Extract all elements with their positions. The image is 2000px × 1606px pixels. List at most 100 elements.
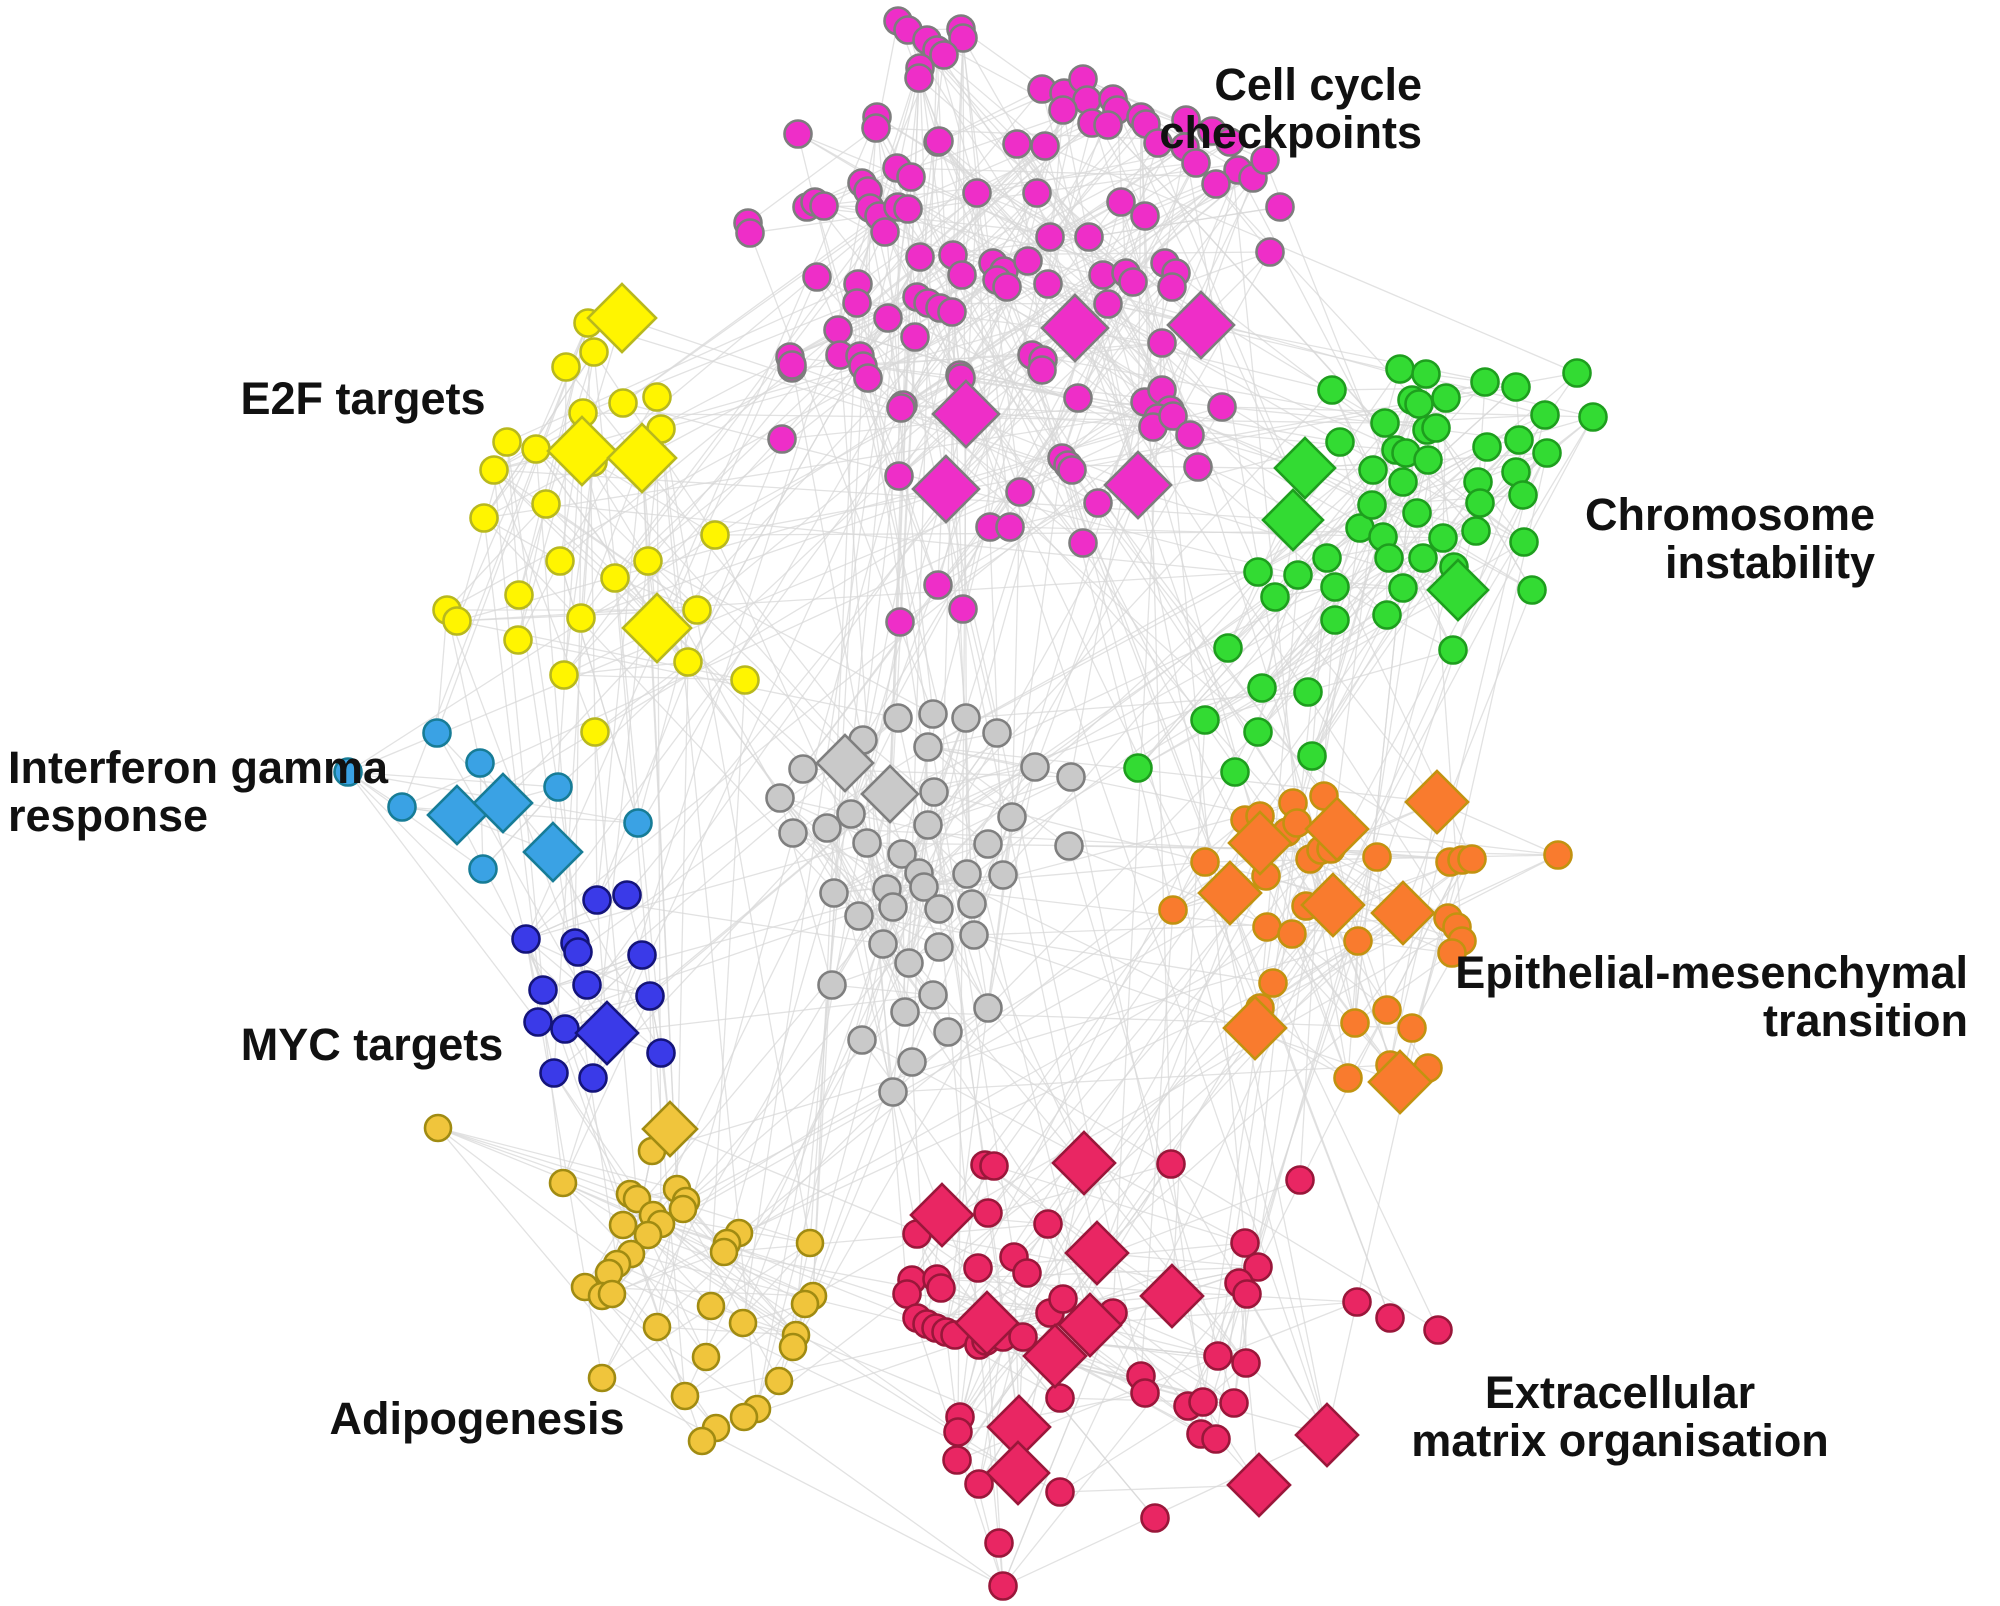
- chromosome-instability-gene-set-node[interactable]: [1312, 543, 1342, 573]
- adipogenesis-gene-set-node[interactable]: [696, 1291, 726, 1321]
- extracellular-matrix-organisation-gene-set-node[interactable]: [1342, 1287, 1372, 1317]
- extracellular-matrix-organisation-hub-diamond-node[interactable]: [1294, 1402, 1360, 1468]
- chromosome-instability-gene-set-node[interactable]: [1413, 445, 1443, 475]
- cell-cycle-checkpoints-gene-set-node[interactable]: [861, 113, 891, 143]
- central-unlabelled-gene-set-node[interactable]: [836, 799, 866, 829]
- epithelial-mesenchymal-transition-gene-set-node[interactable]: [1277, 919, 1307, 949]
- e2f-targets-gene-set-node[interactable]: [566, 603, 596, 633]
- cell-cycle-checkpoints-gene-set-node[interactable]: [885, 607, 915, 637]
- cell-cycle-checkpoints-gene-set-node[interactable]: [1207, 392, 1237, 422]
- extracellular-matrix-organisation-gene-set-node[interactable]: [942, 1445, 972, 1475]
- myc-targets-gene-set-node[interactable]: [627, 940, 657, 970]
- chromosome-instability-gene-set-node[interactable]: [1532, 438, 1562, 468]
- extracellular-matrix-organisation-gene-set-node[interactable]: [1045, 1477, 1075, 1507]
- adipogenesis-gene-set-node[interactable]: [795, 1228, 825, 1258]
- myc-targets-gene-set-node[interactable]: [511, 924, 541, 954]
- cell-cycle-checkpoints-gene-set-node[interactable]: [886, 393, 916, 423]
- cell-cycle-checkpoints-gene-set-node[interactable]: [1158, 401, 1188, 431]
- e2f-targets-gene-set-node[interactable]: [521, 434, 551, 464]
- chromosome-instability-gene-set-node[interactable]: [1247, 673, 1277, 703]
- myc-targets-gene-set-node[interactable]: [550, 1014, 580, 1044]
- cell-cycle-checkpoints-gene-set-node[interactable]: [962, 178, 992, 208]
- cell-cycle-checkpoints-hub-diamond-node[interactable]: [931, 379, 1001, 449]
- adipogenesis-gene-set-node[interactable]: [729, 1402, 759, 1432]
- extracellular-matrix-organisation-gene-set-node[interactable]: [926, 1273, 956, 1303]
- e2f-targets-gene-set-node[interactable]: [608, 388, 638, 418]
- e2f-targets-gene-set-node[interactable]: [580, 717, 610, 747]
- e2f-targets-gene-set-node[interactable]: [642, 382, 672, 412]
- epithelial-mesenchymal-transition-hub-diamond-node[interactable]: [1404, 769, 1470, 835]
- adipogenesis-gene-set-node[interactable]: [668, 1194, 698, 1224]
- epithelial-mesenchymal-transition-gene-set-node[interactable]: [1397, 1013, 1427, 1043]
- cell-cycle-checkpoints-gene-set-node[interactable]: [1118, 267, 1148, 297]
- extracellular-matrix-organisation-gene-set-node[interactable]: [979, 1151, 1009, 1181]
- chromosome-instability-gene-set-node[interactable]: [1428, 523, 1458, 553]
- chromosome-instability-gene-set-node[interactable]: [1385, 354, 1415, 384]
- central-unlabelled-gene-set-node[interactable]: [909, 872, 939, 902]
- central-unlabelled-gene-set-node[interactable]: [1020, 752, 1050, 782]
- chromosome-instability-gene-set-node[interactable]: [1408, 543, 1438, 573]
- e2f-targets-gene-set-node[interactable]: [551, 352, 581, 382]
- central-unlabelled-gene-set-node[interactable]: [988, 860, 1018, 890]
- extracellular-matrix-organisation-hub-diamond-node[interactable]: [1064, 1220, 1130, 1286]
- chromosome-instability-gene-set-node[interactable]: [1357, 490, 1387, 520]
- extracellular-matrix-organisation-gene-set-node[interactable]: [1231, 1348, 1261, 1378]
- chromosome-instability-hub-diamond-node[interactable]: [1273, 436, 1337, 500]
- chromosome-instability-gene-set-node[interactable]: [1438, 635, 1468, 665]
- epithelial-mesenchymal-transition-gene-set-node[interactable]: [1333, 1063, 1363, 1093]
- interferon-gamma-response-gene-set-node[interactable]: [468, 854, 498, 884]
- cell-cycle-checkpoints-gene-set-node[interactable]: [1057, 455, 1087, 485]
- epithelial-mesenchymal-transition-gene-set-node[interactable]: [1252, 912, 1282, 942]
- extracellular-matrix-organisation-gene-set-node[interactable]: [963, 1253, 993, 1283]
- chromosome-instability-gene-set-node[interactable]: [1431, 383, 1461, 413]
- cell-cycle-checkpoints-gene-set-node[interactable]: [809, 191, 839, 221]
- central-unlabelled-gene-set-node[interactable]: [982, 718, 1012, 748]
- cell-cycle-checkpoints-gene-set-node[interactable]: [1063, 383, 1093, 413]
- central-unlabelled-gene-set-node[interactable]: [844, 901, 874, 931]
- myc-targets-gene-set-node[interactable]: [578, 1063, 608, 1093]
- extracellular-matrix-organisation-gene-set-node[interactable]: [1232, 1279, 1262, 1309]
- chromosome-instability-gene-set-node[interactable]: [1317, 375, 1347, 405]
- e2f-targets-hub-diamond-node[interactable]: [621, 592, 693, 664]
- central-unlabelled-gene-set-node[interactable]: [997, 802, 1027, 832]
- epithelial-mesenchymal-transition-hub-diamond-node[interactable]: [1227, 810, 1293, 876]
- chromosome-instability-gene-set-node[interactable]: [1411, 359, 1441, 389]
- central-unlabelled-gene-set-node[interactable]: [1056, 762, 1086, 792]
- central-unlabelled-gene-set-node[interactable]: [878, 892, 908, 922]
- cell-cycle-checkpoints-gene-set-node[interactable]: [1255, 237, 1285, 267]
- chromosome-instability-gene-set-node[interactable]: [1372, 600, 1402, 630]
- chromosome-instability-gene-set-node[interactable]: [1260, 582, 1290, 612]
- cell-cycle-checkpoints-hub-diamond-node[interactable]: [911, 454, 981, 524]
- cell-cycle-checkpoints-gene-set-node[interactable]: [995, 512, 1025, 542]
- chromosome-instability-gene-set-node[interactable]: [1320, 572, 1350, 602]
- e2f-targets-gene-set-node[interactable]: [442, 606, 472, 636]
- adipogenesis-gene-set-node[interactable]: [608, 1210, 638, 1240]
- extracellular-matrix-organisation-hub-diamond-node[interactable]: [909, 1182, 975, 1248]
- myc-targets-gene-set-node[interactable]: [539, 1058, 569, 1088]
- extracellular-matrix-organisation-gene-set-node[interactable]: [973, 1198, 1003, 1228]
- cell-cycle-checkpoints-gene-set-node[interactable]: [924, 126, 954, 156]
- central-unlabelled-gene-set-node[interactable]: [887, 839, 917, 869]
- chromosome-instability-gene-set-node[interactable]: [1501, 372, 1531, 402]
- cell-cycle-checkpoints-gene-set-node[interactable]: [1201, 169, 1231, 199]
- e2f-targets-gene-set-node[interactable]: [730, 665, 760, 695]
- chromosome-instability-gene-set-node[interactable]: [1325, 427, 1355, 457]
- e2f-targets-gene-set-node[interactable]: [633, 546, 663, 576]
- cell-cycle-checkpoints-gene-set-node[interactable]: [905, 242, 935, 272]
- epithelial-mesenchymal-transition-gene-set-node[interactable]: [1457, 844, 1487, 874]
- chromosome-instability-gene-set-node[interactable]: [1470, 367, 1500, 397]
- interferon-gamma-response-hub-diamond-node[interactable]: [472, 772, 534, 834]
- extracellular-matrix-organisation-gene-set-node[interactable]: [984, 1528, 1014, 1558]
- central-unlabelled-gene-set-node[interactable]: [883, 703, 913, 733]
- chromosome-instability-gene-set-node[interactable]: [1461, 516, 1491, 546]
- e2f-targets-gene-set-node[interactable]: [549, 660, 579, 690]
- chromosome-instability-gene-set-node[interactable]: [1421, 413, 1451, 443]
- chromosome-instability-gene-set-node[interactable]: [1293, 677, 1323, 707]
- myc-targets-gene-set-node[interactable]: [646, 1038, 676, 1068]
- adipogenesis-hub-diamond-node[interactable]: [641, 1100, 699, 1158]
- cell-cycle-checkpoints-gene-set-node[interactable]: [802, 262, 832, 292]
- central-unlabelled-gene-set-node[interactable]: [957, 889, 987, 919]
- cell-cycle-checkpoints-gene-set-node[interactable]: [1157, 272, 1187, 302]
- adipogenesis-gene-set-node[interactable]: [790, 1289, 820, 1319]
- chromosome-instability-hub-diamond-node[interactable]: [1261, 488, 1325, 552]
